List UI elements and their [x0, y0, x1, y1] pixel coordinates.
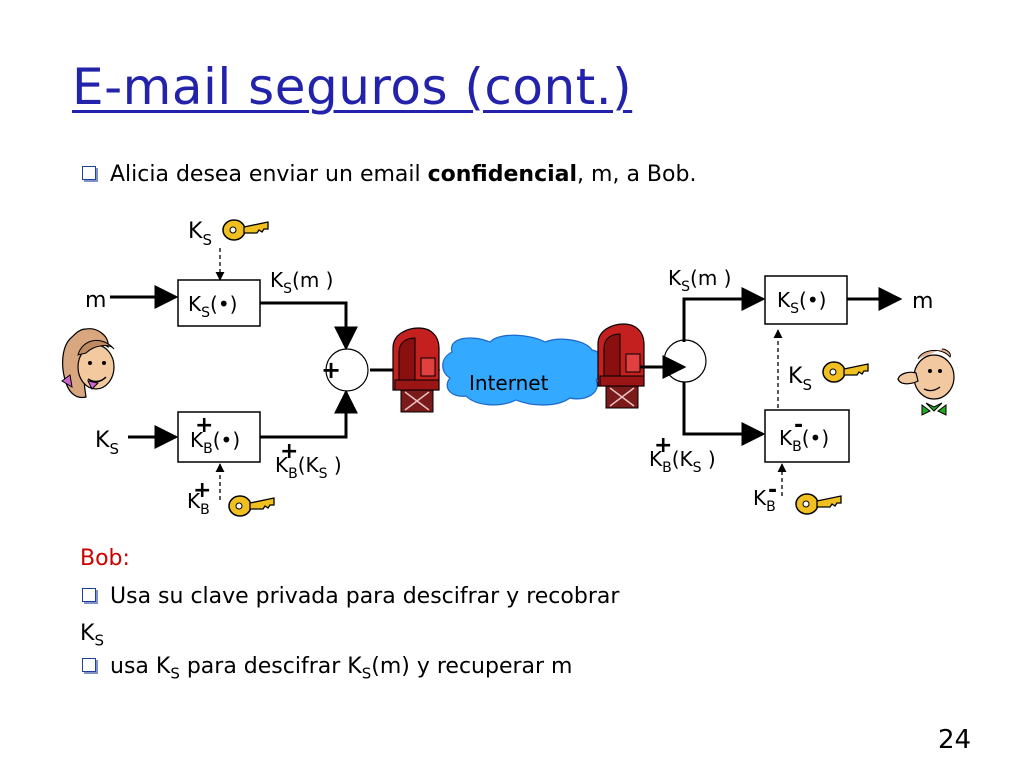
kb-public-encrypt-box: [177, 411, 261, 463]
bob-bullet-2-part-c: (m) y recuperar m: [371, 654, 573, 679]
bob-bullet-1-wrap: KS: [80, 621, 104, 649]
kb-ks-label-left: KB(KS ): [275, 453, 342, 482]
kb-public-encrypt-plus: +: [195, 413, 213, 438]
bob-bullet-2-part-a: usa K: [110, 654, 171, 679]
mailbox-icon: [392, 327, 440, 413]
internet-label: Internet: [469, 371, 549, 395]
bullet-box-icon: [82, 166, 96, 180]
bullet-box-icon: [82, 588, 96, 602]
ks-encrypt-box: [177, 279, 261, 327]
bob-heading: Bob:: [80, 546, 130, 571]
bullet-box-icon: [82, 658, 96, 672]
kb-ks-line-right: [682, 382, 766, 446]
key-icon: [228, 495, 275, 517]
bob-bullet-1-text: Usa su clave privada para descifrar y re…: [110, 584, 620, 609]
kb-ks-label-right: KB(KS ): [649, 447, 716, 476]
ks-decrypt-box-label: KS(•): [777, 288, 826, 317]
kb-private-key-minus: -: [768, 478, 777, 503]
internet-cloud: Internet: [442, 334, 604, 406]
kb-ks-line-left: [260, 389, 358, 439]
concat-circle-left: [325, 348, 369, 392]
key-icon: [222, 219, 269, 241]
ks-decrypt-box: [764, 275, 848, 325]
bob-bullet-2-part-b: para descifrar K: [179, 654, 362, 679]
kb-private-key-label: KB: [753, 486, 776, 515]
ks-m-line-left: [260, 301, 358, 351]
ks-m-label-right: KS(m ): [668, 266, 731, 295]
bob-icon: [897, 348, 955, 416]
kb-private-decrypt-box: [764, 409, 850, 463]
concat-plus-left: +: [321, 356, 341, 384]
slide-title: E-mail seguros (cont.): [72, 58, 633, 116]
m-input-label: m: [85, 288, 106, 313]
kb-private-decrypt-minus: -: [794, 413, 803, 438]
alice-icon: [61, 328, 115, 399]
intro-text-suffix: , m, a Bob.: [577, 162, 697, 187]
intro-text-bold: confidencial: [427, 162, 578, 187]
ks-right-label: KS: [788, 364, 812, 394]
mailbox-icon: [597, 323, 645, 409]
bob-bullet-1-wrap-sub: S: [94, 631, 104, 650]
bob-bullet-2-sub-2: S: [361, 664, 372, 683]
page-number: 24: [938, 725, 972, 755]
ks-m-label-left: KS(m ): [270, 268, 333, 297]
kb-ks-plus-left: +: [280, 439, 298, 464]
kb-public-key-label: KB: [187, 489, 210, 518]
ks-input-label: KS: [95, 428, 119, 458]
intro-text-prefix: Alicia desea enviar un email: [110, 162, 428, 187]
bob-bullet-1: Usa su clave privada para descifrar y re…: [82, 584, 619, 609]
split-circle-right: [663, 339, 707, 383]
ks-top-label: KS: [188, 219, 212, 249]
kb-ks-plus-right: +: [654, 433, 672, 458]
kb-public-encrypt-label: KB(•): [190, 428, 240, 457]
kb-private-decrypt-label: KB(•): [779, 426, 829, 455]
key-icon: [795, 493, 842, 515]
m-output-label: m: [912, 289, 933, 314]
kb-public-key-plus: +: [193, 478, 211, 503]
bob-bullet-2-sub-1: S: [170, 664, 180, 683]
ks-m-line-right: [682, 287, 766, 342]
ks-encrypt-box-label: KS(•): [188, 292, 237, 321]
bob-bullet-2: usa KS para descifrar KS(m) y recuperar …: [82, 654, 572, 682]
key-icon: [822, 361, 869, 383]
intro-bullet: Alicia desea enviar un email confidencia…: [82, 162, 696, 187]
bob-bullet-1-wrap-k: K: [80, 621, 95, 646]
